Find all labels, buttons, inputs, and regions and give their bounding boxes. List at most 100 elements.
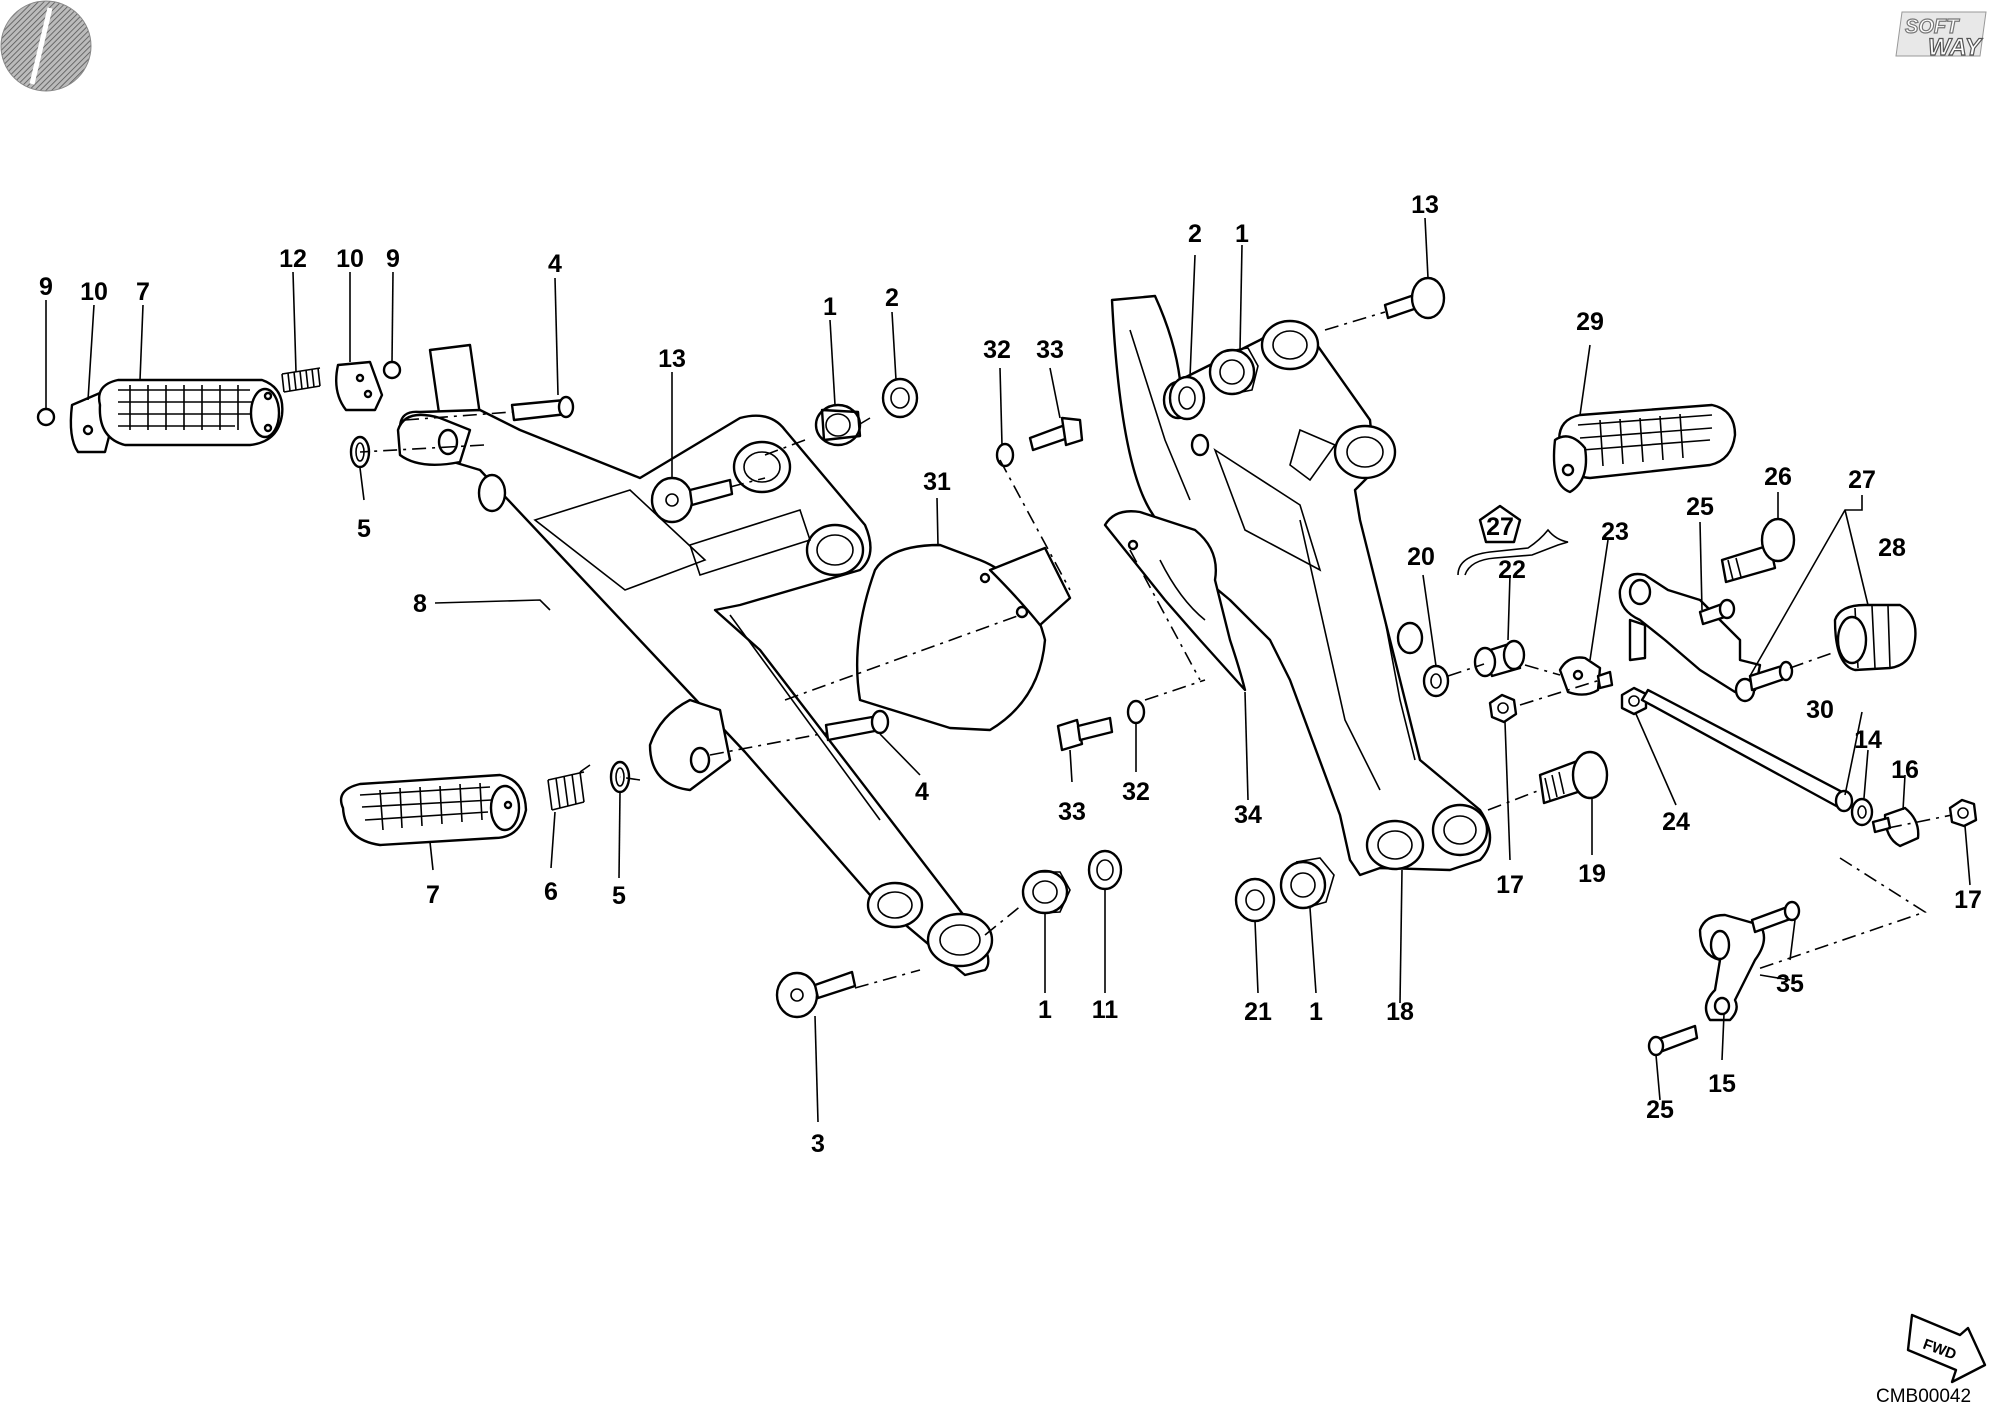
kit-bracket: 27: [1457, 504, 1569, 576]
callout-c22: 22: [1498, 556, 1526, 584]
callout-c27: 27: [1848, 466, 1876, 494]
bolt-19: [1538, 750, 1609, 805]
callout-c34: 34: [1234, 801, 1262, 829]
heel-guard-31: [855, 543, 1072, 732]
ball-joint-16: [1871, 806, 1920, 848]
callout-c8: 8: [413, 590, 427, 618]
right-hanger-18: [1110, 294, 1492, 877]
shift-rubber-28: [1833, 603, 1917, 672]
washer-11: [1087, 849, 1123, 891]
callout-c33b: 33: [1058, 798, 1086, 826]
callout-c11: 11: [1092, 996, 1119, 1024]
footpeg-29: [1552, 403, 1737, 494]
callout-c16: 16: [1891, 756, 1919, 784]
callout-c23: 23: [1601, 518, 1629, 546]
callout-c5b: 5: [612, 882, 626, 910]
callout-c32b: 32: [1122, 778, 1150, 806]
bolt-35: [1750, 900, 1801, 934]
callout-c10a: 10: [80, 278, 108, 306]
callout-c32a: 32: [983, 336, 1011, 364]
callout-c24: 24: [1662, 808, 1690, 836]
callout-c12: 12: [279, 245, 307, 273]
callout-c14: 14: [1854, 726, 1882, 754]
bushing-22: [1473, 639, 1526, 678]
bolt-25-upper: [1698, 598, 1736, 626]
lever-23: [1558, 656, 1614, 696]
bushing-1-right-top: [1208, 347, 1259, 396]
callout-c21: 21: [1244, 998, 1272, 1026]
softway-logo: SOFT WAY: [1895, 11, 1987, 62]
bolt-33-lower: [1056, 716, 1114, 752]
bracket-10-right: [335, 360, 384, 412]
callout-c9a: 9: [39, 273, 53, 301]
bolt-13-right: [1383, 276, 1446, 320]
bolt-25-lower: [1647, 1024, 1699, 1057]
callout-c13b: 13: [1411, 191, 1439, 219]
washer-2-right: [1168, 375, 1206, 421]
bolt-33-upper: [1028, 416, 1084, 452]
callout-c1d: 1: [1309, 998, 1323, 1026]
callout-c25a: 25: [1686, 493, 1714, 521]
callout-c29: 29: [1576, 308, 1604, 336]
footpeg-7-lower: [339, 773, 528, 847]
callout-c9b: 9: [386, 245, 400, 273]
washer-2-upper: [881, 377, 919, 419]
callout-c35: 35: [1776, 970, 1804, 998]
leader-lines: [45, 217, 1971, 1123]
nut-17-left: [1488, 693, 1518, 724]
pin-27: [1748, 660, 1794, 692]
callout-c20: 20: [1407, 543, 1435, 571]
callout-c15: 15: [1708, 1070, 1736, 1098]
heel-plate-34: [1103, 510, 1247, 692]
callout-c19: 19: [1578, 860, 1606, 888]
callout-c5a: 5: [357, 515, 371, 543]
callout-c3: 3: [811, 1130, 825, 1158]
pin-4-upper: [510, 395, 575, 422]
callout-c4a: 4: [548, 250, 562, 278]
callout-c18: 18: [1386, 998, 1414, 1026]
callout-c25b: 25: [1646, 1096, 1674, 1124]
callout-c1c: 1: [1235, 220, 1249, 248]
washer-32-lower: [1126, 699, 1146, 725]
nut-24: [1620, 686, 1648, 716]
callout-c4b: 4: [915, 778, 929, 806]
callout-c2a: 2: [885, 284, 899, 312]
spring-12: [281, 367, 321, 393]
logo-line1: SOFT: [1905, 16, 1960, 38]
fwd-arrow-icon: FWD: [1906, 1313, 1987, 1384]
pin-9-left: [36, 407, 56, 427]
shift-lever-assembly: [1618, 572, 1762, 703]
callout-c7a: 7: [136, 278, 150, 306]
washer-20: [1422, 664, 1450, 698]
footpeg-7-upper: [97, 378, 284, 447]
bolt-3: [775, 970, 857, 1019]
pin-9-right: [382, 360, 402, 380]
left-hanger-8: [396, 343, 994, 977]
bushing-1-lower-left: [1021, 869, 1071, 915]
callout-c2b: 2: [1188, 220, 1202, 248]
callout-labels: 9 10 7 12 10 9 4 5 13 1 2 32 33 31 8 4 7…: [39, 191, 1982, 1158]
callout-c33a: 33: [1036, 336, 1064, 364]
nut-17-right: [1948, 798, 1978, 828]
rod-30: [1640, 688, 1854, 813]
bushing-1-upper: [814, 403, 862, 447]
callout-c26: 26: [1764, 463, 1792, 491]
spring-6: [547, 764, 591, 811]
drawing-code: CMB00042: [1876, 1386, 1971, 1407]
callout-c1b: 1: [1038, 996, 1052, 1024]
callout-c28: 28: [1878, 534, 1906, 562]
callout-c7b: 7: [426, 881, 440, 909]
logo-line2: WAY: [1928, 34, 1983, 61]
callout-c10b: 10: [336, 245, 364, 273]
washer-14: [1850, 797, 1874, 827]
lever-15: [1698, 913, 1766, 1022]
callout-c13a: 13: [658, 345, 686, 373]
washer-32-upper: [995, 442, 1015, 468]
pin-4-lower: [824, 709, 890, 742]
callout-c17a: 17: [1496, 871, 1524, 899]
kit-badge-label: 27: [1486, 513, 1514, 541]
assembly-lines: [359, 311, 1953, 989]
callout-c17b: 17: [1954, 886, 1982, 914]
